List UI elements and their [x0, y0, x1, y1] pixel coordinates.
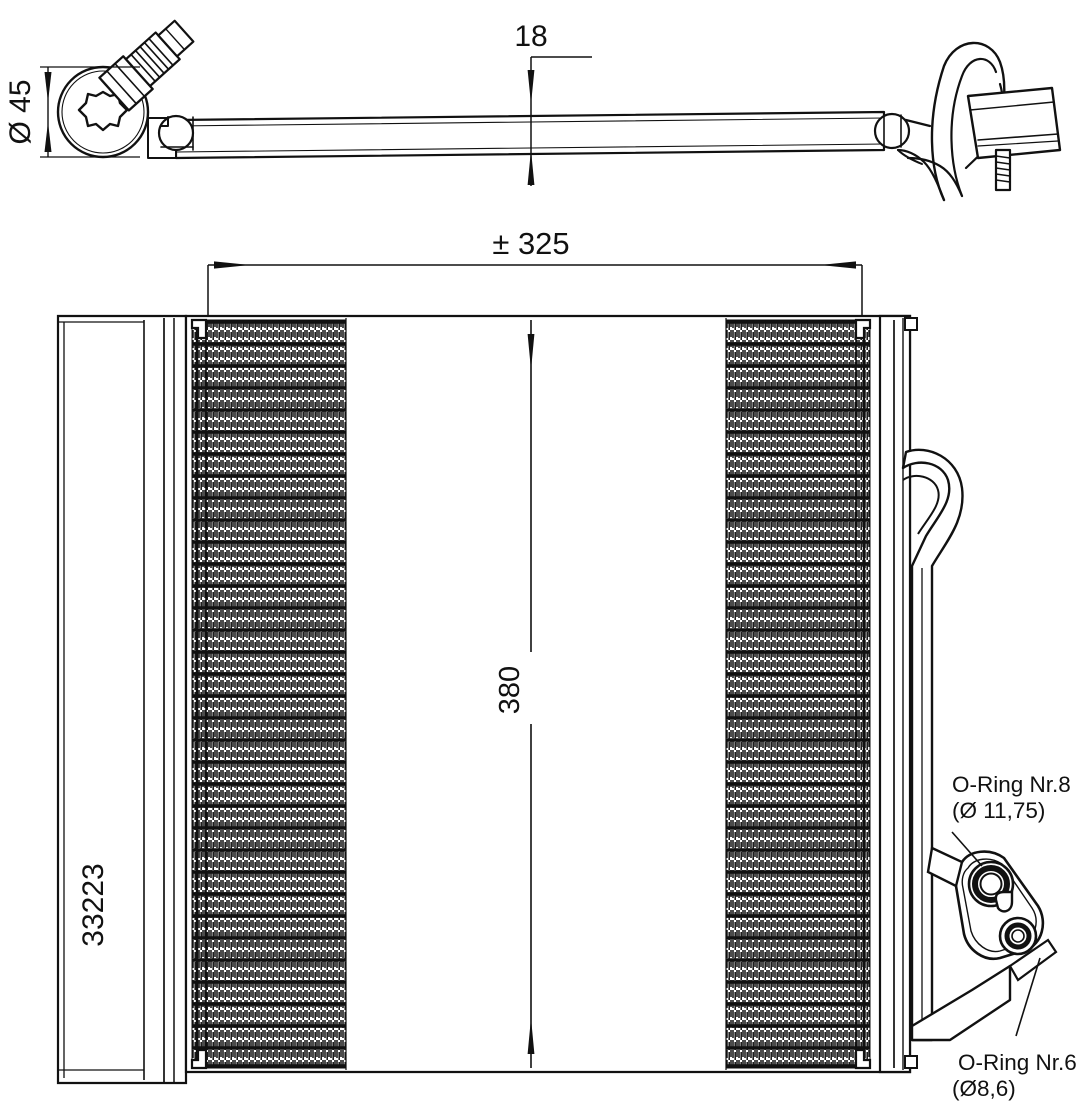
annotation-oring-8-title: O-Ring Nr.8	[952, 772, 1071, 797]
thread-grooves	[130, 37, 174, 83]
condenser-front-view	[56, 314, 1058, 1085]
annotation-oring-8-detail: (Ø 11,75)	[952, 798, 1045, 823]
core-fins-right	[725, 319, 871, 1069]
dimension-label-380: 380	[494, 666, 526, 714]
annotation-oring-6-title: O-Ring Nr.6	[958, 1050, 1077, 1075]
mounting-bracket	[1008, 938, 1058, 982]
right-header-tank	[878, 314, 918, 1074]
core-fins-left	[191, 319, 347, 1069]
leader-oring-6	[1015, 957, 1041, 1037]
stud-bolt	[994, 148, 1012, 192]
left-header-tank	[56, 314, 188, 1085]
leader-oring-8	[951, 831, 983, 867]
part-number-label: 33223	[77, 863, 110, 946]
fin-end-clips	[190, 318, 872, 1070]
dimension-thickness-18	[527, 56, 592, 186]
locating-pin	[994, 890, 1014, 913]
dual-port-flange	[953, 850, 1045, 961]
annotation-oring-6-detail: (Ø8,6)	[952, 1076, 1016, 1101]
dimension-width-325	[207, 261, 863, 320]
bracket-tab-bottom	[904, 1055, 918, 1069]
hex-nut	[98, 55, 154, 112]
core-highlight-band	[346, 318, 726, 1070]
rail-collar-left	[147, 114, 195, 159]
flange-feed-pipe	[926, 846, 964, 888]
dimension-height-380	[527, 320, 535, 1068]
hooked-pipe	[901, 448, 964, 1042]
rubber-block-mount	[966, 86, 1062, 160]
bracket-tab-top	[904, 317, 918, 331]
dimension-label-18: 18	[514, 20, 547, 53]
long-rail	[174, 110, 886, 160]
top-hose-assembly	[56, 19, 1062, 202]
dimension-label-325: ± 325	[492, 226, 569, 261]
threaded-fitting	[98, 19, 195, 112]
dimension-label-diameter-45: Ø 45	[4, 79, 37, 144]
dimension-diameter-45	[40, 66, 140, 158]
looped-hose	[873, 41, 1006, 202]
